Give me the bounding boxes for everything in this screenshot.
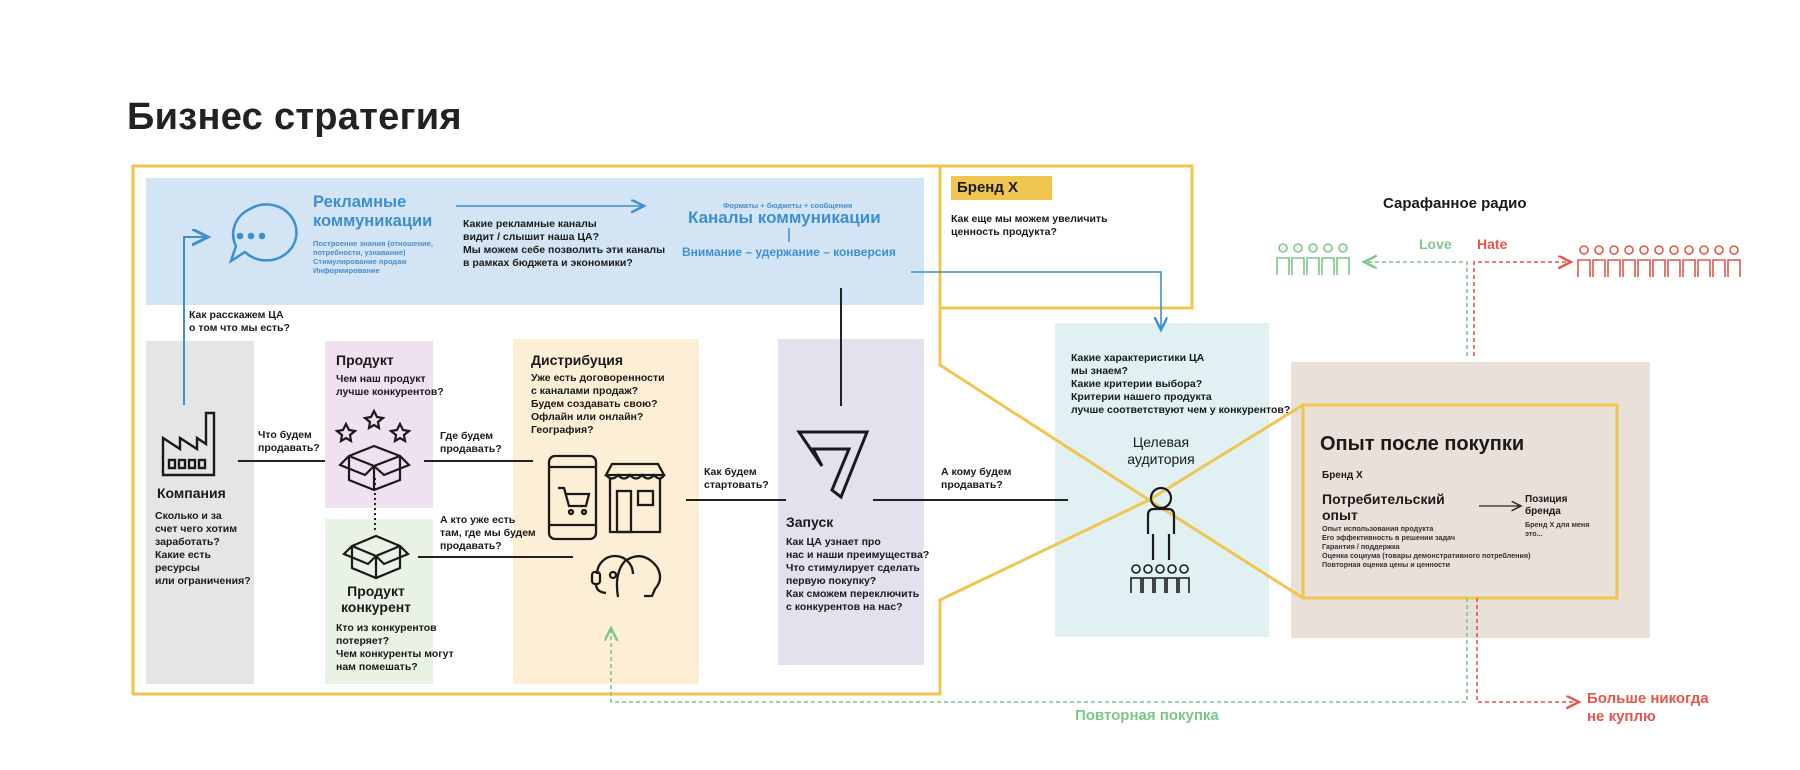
- page-title: Бизнес стратегия: [127, 96, 462, 138]
- product-title: Продукт: [336, 352, 394, 368]
- audience-group-icon: [1130, 564, 1190, 593]
- hate-people-icon: [1577, 245, 1741, 277]
- channels-caption: Форматы + бюджеты + сообщения: [723, 201, 853, 210]
- store-icon: [604, 462, 666, 534]
- launch-flag-icon: [796, 430, 870, 500]
- company-label: Компания: [157, 485, 226, 501]
- brand-frame: [938, 164, 1194, 310]
- channels-title: Каналы коммуникации: [688, 208, 881, 227]
- love-label: Love: [1419, 236, 1452, 252]
- love-people-icon: [1276, 243, 1350, 275]
- support-operator-icon: [590, 554, 662, 598]
- hate-label: Hate: [1477, 236, 1508, 252]
- audience-panel: [1055, 323, 1269, 637]
- ads-panel: [146, 178, 924, 305]
- brand-tag-label: Бренд Х: [957, 179, 1019, 196]
- distribution-title: Дистрибуция: [531, 352, 624, 368]
- launch-title: Запуск: [786, 514, 834, 530]
- mobile-cart-icon: [547, 454, 598, 541]
- word-of-mouth-title: Сарафанное радио: [1383, 195, 1527, 212]
- launch-panel: [778, 339, 924, 665]
- company-panel: [146, 341, 254, 684]
- factory-icon: [161, 411, 216, 477]
- repeat-purchase-label: Повторная покупка: [1075, 707, 1219, 724]
- ads-note: Построение знания (отношение,потребности…: [313, 239, 433, 275]
- experience-title: Опыт после покупки: [1320, 433, 1525, 455]
- chat-bubble-icon: [228, 203, 298, 264]
- brand-tag: [951, 176, 1052, 200]
- experience-panel: [1291, 362, 1650, 638]
- competitor-panel: [325, 519, 433, 684]
- product-box-icon: [334, 408, 412, 492]
- target-audience-icon: [1146, 486, 1176, 560]
- experience-frame: [1301, 403, 1619, 600]
- competitor-box-icon: [342, 534, 410, 580]
- channels-funnel: Внимание – удержание – конверсия: [682, 245, 896, 259]
- experience-brand: Бренд Х: [1322, 470, 1363, 481]
